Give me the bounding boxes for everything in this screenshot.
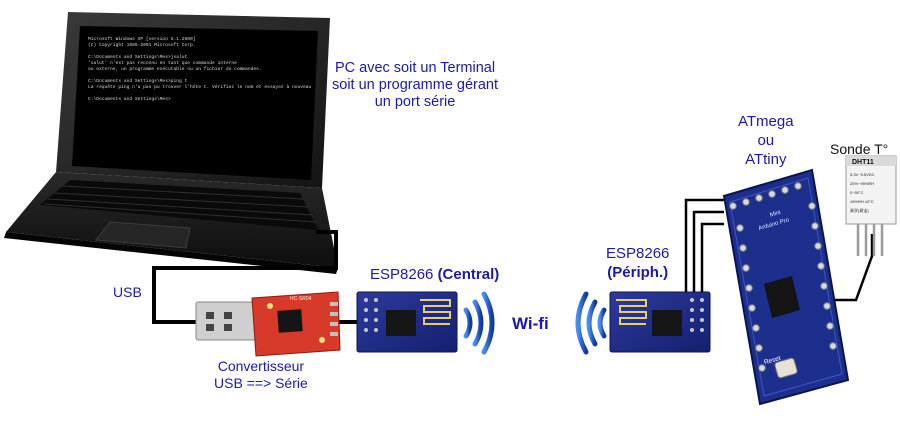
converter-label: Convertisseur USB ==> Série (214, 358, 308, 392)
sensor-wire (834, 234, 874, 302)
converter-label-line: Convertisseur (217, 358, 305, 374)
terminal-line: La requête ping n'a pas pu trouver l'hôt… (88, 84, 312, 90)
esp8266-peripheral-module (609, 291, 711, 353)
arduino-mcu (764, 276, 800, 318)
esp-periph-role: (Périph.) (607, 264, 669, 281)
converter-label-line: USB ==> Série (214, 375, 308, 391)
pc-description: PC avec soit un Terminal soit un program… (332, 60, 498, 111)
arduino-pro-mini: Arduino Pro Mini Reset (722, 168, 850, 406)
arduino-reset-button (774, 357, 798, 379)
arduino-reset-label: Reset (763, 355, 781, 366)
usb-chip (277, 309, 303, 333)
wifi-label: Wi-fi (512, 314, 549, 333)
terminal-line: (C) Copyright 1985-2001 Microsoft Corp. (88, 42, 196, 48)
serial-link-periph (684, 198, 724, 314)
usb-label: USB (113, 284, 142, 300)
sensor-label: Sonde T° (830, 141, 889, 157)
esp-periph-label: ESP8266 (Périph.) (606, 244, 669, 282)
usb-plug-metal (195, 301, 257, 341)
esp-periph-name: ESP8266 (606, 245, 670, 262)
mcu-label-line: ATtiny (745, 151, 787, 168)
esp-central-label: ESP8266 (Central) (370, 266, 499, 283)
dht-spec: 0~50°C (850, 190, 864, 195)
esp-central-role: (Central) (437, 266, 500, 283)
mcu-label: ATmega ou ATtiny (738, 112, 794, 169)
laptop-screen (72, 26, 318, 180)
laptop-touchpad (95, 221, 191, 249)
terminal-text: Microsoft Windows XP [version 5.1.2600] … (88, 36, 312, 102)
pc-label-line: soit un programme gérant (332, 77, 499, 93)
terminal-line: 'salut' n'est pas reconnu en tant que co… (88, 60, 237, 66)
terminal-line: C:\Documents and Settings\Mes>ping t (88, 78, 187, 84)
dht-spec: ±5%RH ±2°C (850, 199, 874, 204)
terminal-line: Microsoft Windows XP [version 5.1.2600] (88, 36, 196, 42)
wifi-waves-left (575, 291, 607, 355)
mcu-label-line: ATmega (738, 113, 794, 130)
mcu-label-line: ou (757, 132, 775, 149)
pc-label-line: un port série (374, 94, 456, 110)
laptop (4, 12, 338, 274)
terminal-line: C:\Documents and Settings\Mes>jsalut (88, 54, 187, 60)
usb-serial-converter: HC-SR04 (195, 291, 341, 357)
esp-central-name: ESP8266 (370, 266, 434, 283)
keyboard-keys (43, 185, 317, 223)
dht11-sensor: DHT11 3.3V~5.5VDC 20%~95%RH 0~50°C ±5%RH… (845, 155, 897, 256)
usb-board-text: HC-SR04 (290, 296, 312, 302)
dht-spec: 20%~95%RH (850, 181, 874, 186)
arduino-pins (729, 182, 837, 372)
wifi-waves-right (463, 291, 495, 355)
laptop-front-edge (4, 232, 338, 274)
arduino-label-mini: Mini (769, 210, 781, 219)
pc-label-line: PC avec soit un Terminal (334, 60, 496, 76)
terminal-line: C:\Documents and Settings\Mes> (88, 96, 171, 102)
dht-model: DHT11 (852, 159, 874, 166)
dht-spec: 3.3V~5.5VDC (850, 172, 875, 177)
dht-spec: 易学(易宝) (850, 207, 869, 213)
terminal-line: ou externe, un programme exécutable ou u… (88, 66, 262, 72)
esp8266-central-module (356, 291, 458, 353)
usb-cable (152, 230, 338, 324)
